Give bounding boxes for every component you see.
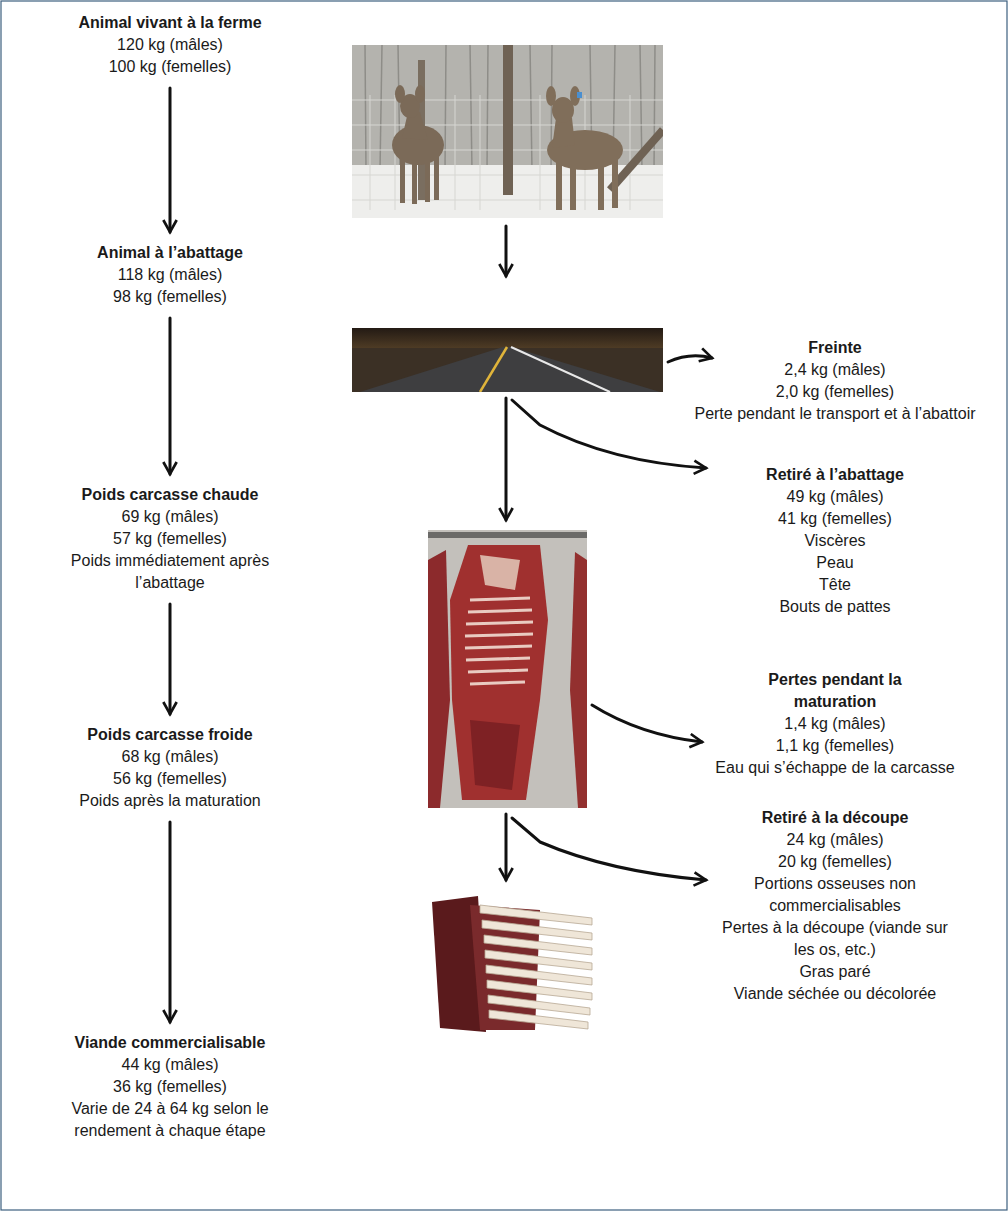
flow-arrow [505, 398, 508, 520]
detail-text: 2,0 kg (femelles) [690, 381, 980, 403]
detail-text: Viscères [715, 530, 955, 552]
loss-arrow [592, 705, 702, 742]
detail-text: Perte pendant le transport et à l’abatto… [690, 403, 980, 425]
stage-heading: Animal à l’abattage [50, 242, 290, 264]
detail-text: 20 kg (femelles) [718, 851, 952, 873]
loss-arrow [512, 818, 706, 880]
detail-text: Eau qui s’échappe de la carcasse [690, 757, 980, 779]
stage-heading: Poids carcasse chaude [55, 484, 285, 506]
detail-text: Portions osseuses non commercialisables [718, 873, 952, 917]
loss-label: Freinte2,4 kg (mâles)2,0 kg (femelles)Pe… [690, 337, 980, 425]
loss-label: Pertes pendant la maturation1,4 kg (mâle… [690, 669, 980, 779]
flow-arrow [169, 88, 172, 232]
detail-text: Pertes à la découpe (viande sur les os, … [718, 917, 952, 961]
detail-text: 1,1 kg (femelles) [690, 735, 980, 757]
stage-heading: Viande commercialisable [55, 1032, 285, 1054]
stage-label: Animal vivant à la ferme120 kg (mâles)10… [50, 12, 290, 78]
stage-label: Viande commercialisable44 kg (mâles)36 k… [55, 1032, 285, 1142]
detail-text: Peau [715, 552, 955, 574]
detail-text: 98 kg (femelles) [50, 286, 290, 308]
detail-text: 68 kg (mâles) [55, 746, 285, 768]
detail-text: 44 kg (mâles) [55, 1054, 285, 1076]
detail-text: 57 kg (femelles) [55, 528, 285, 550]
rib-rack-photo [432, 896, 592, 1032]
loss-arrow [512, 400, 706, 468]
detail-text: Viande séchée ou décolorée [718, 983, 952, 1005]
stage-heading: Poids carcasse froide [55, 724, 285, 746]
detail-text: 36 kg (femelles) [55, 1076, 285, 1098]
detail-text: Poids immédiatement après l’abattage [55, 550, 285, 594]
detail-text: 118 kg (mâles) [50, 264, 290, 286]
flow-arrow [169, 822, 172, 1022]
detail-text: Varie de 24 à 64 kg selon le rendement à… [55, 1098, 285, 1142]
detail-text: 49 kg (mâles) [715, 486, 955, 508]
flow-arrow [169, 318, 172, 474]
detail-text: 100 kg (femelles) [50, 56, 290, 78]
loss-label: Retiré à la découpe24 kg (mâles)20 kg (f… [718, 807, 952, 1005]
road-photo [352, 328, 663, 392]
detail-text: Poids après la maturation [55, 790, 285, 812]
loss-arrow [668, 356, 712, 362]
stage-heading: Freinte [690, 337, 980, 359]
stage-heading: Retiré à la découpe [718, 807, 952, 829]
detail-text: 24 kg (mâles) [718, 829, 952, 851]
detail-text: 1,4 kg (mâles) [690, 713, 980, 735]
detail-text: Bouts de pattes [715, 596, 955, 618]
carcass-photo [428, 530, 587, 808]
deer-photo [352, 45, 663, 218]
stage-heading: Retiré à l’abattage [715, 464, 955, 486]
detail-text: 56 kg (femelles) [55, 768, 285, 790]
stage-label: Poids carcasse froide68 kg (mâles)56 kg … [55, 724, 285, 812]
loss-label: Retiré à l’abattage49 kg (mâles)41 kg (f… [715, 464, 955, 618]
stage-label: Animal à l’abattage118 kg (mâles)98 kg (… [50, 242, 290, 308]
flow-arrow [505, 814, 508, 880]
flow-arrow [169, 604, 172, 714]
detail-text: Tête [715, 574, 955, 596]
detail-text: Gras paré [718, 961, 952, 983]
stage-label: Poids carcasse chaude69 kg (mâles)57 kg … [55, 484, 285, 594]
detail-text: 120 kg (mâles) [50, 34, 290, 56]
flow-arrow [505, 226, 508, 276]
stage-heading: Pertes pendant la maturation [766, 669, 904, 713]
stage-heading: Animal vivant à la ferme [50, 12, 290, 34]
detail-text: 2,4 kg (mâles) [690, 359, 980, 381]
detail-text: 69 kg (mâles) [55, 506, 285, 528]
detail-text: 41 kg (femelles) [715, 508, 955, 530]
